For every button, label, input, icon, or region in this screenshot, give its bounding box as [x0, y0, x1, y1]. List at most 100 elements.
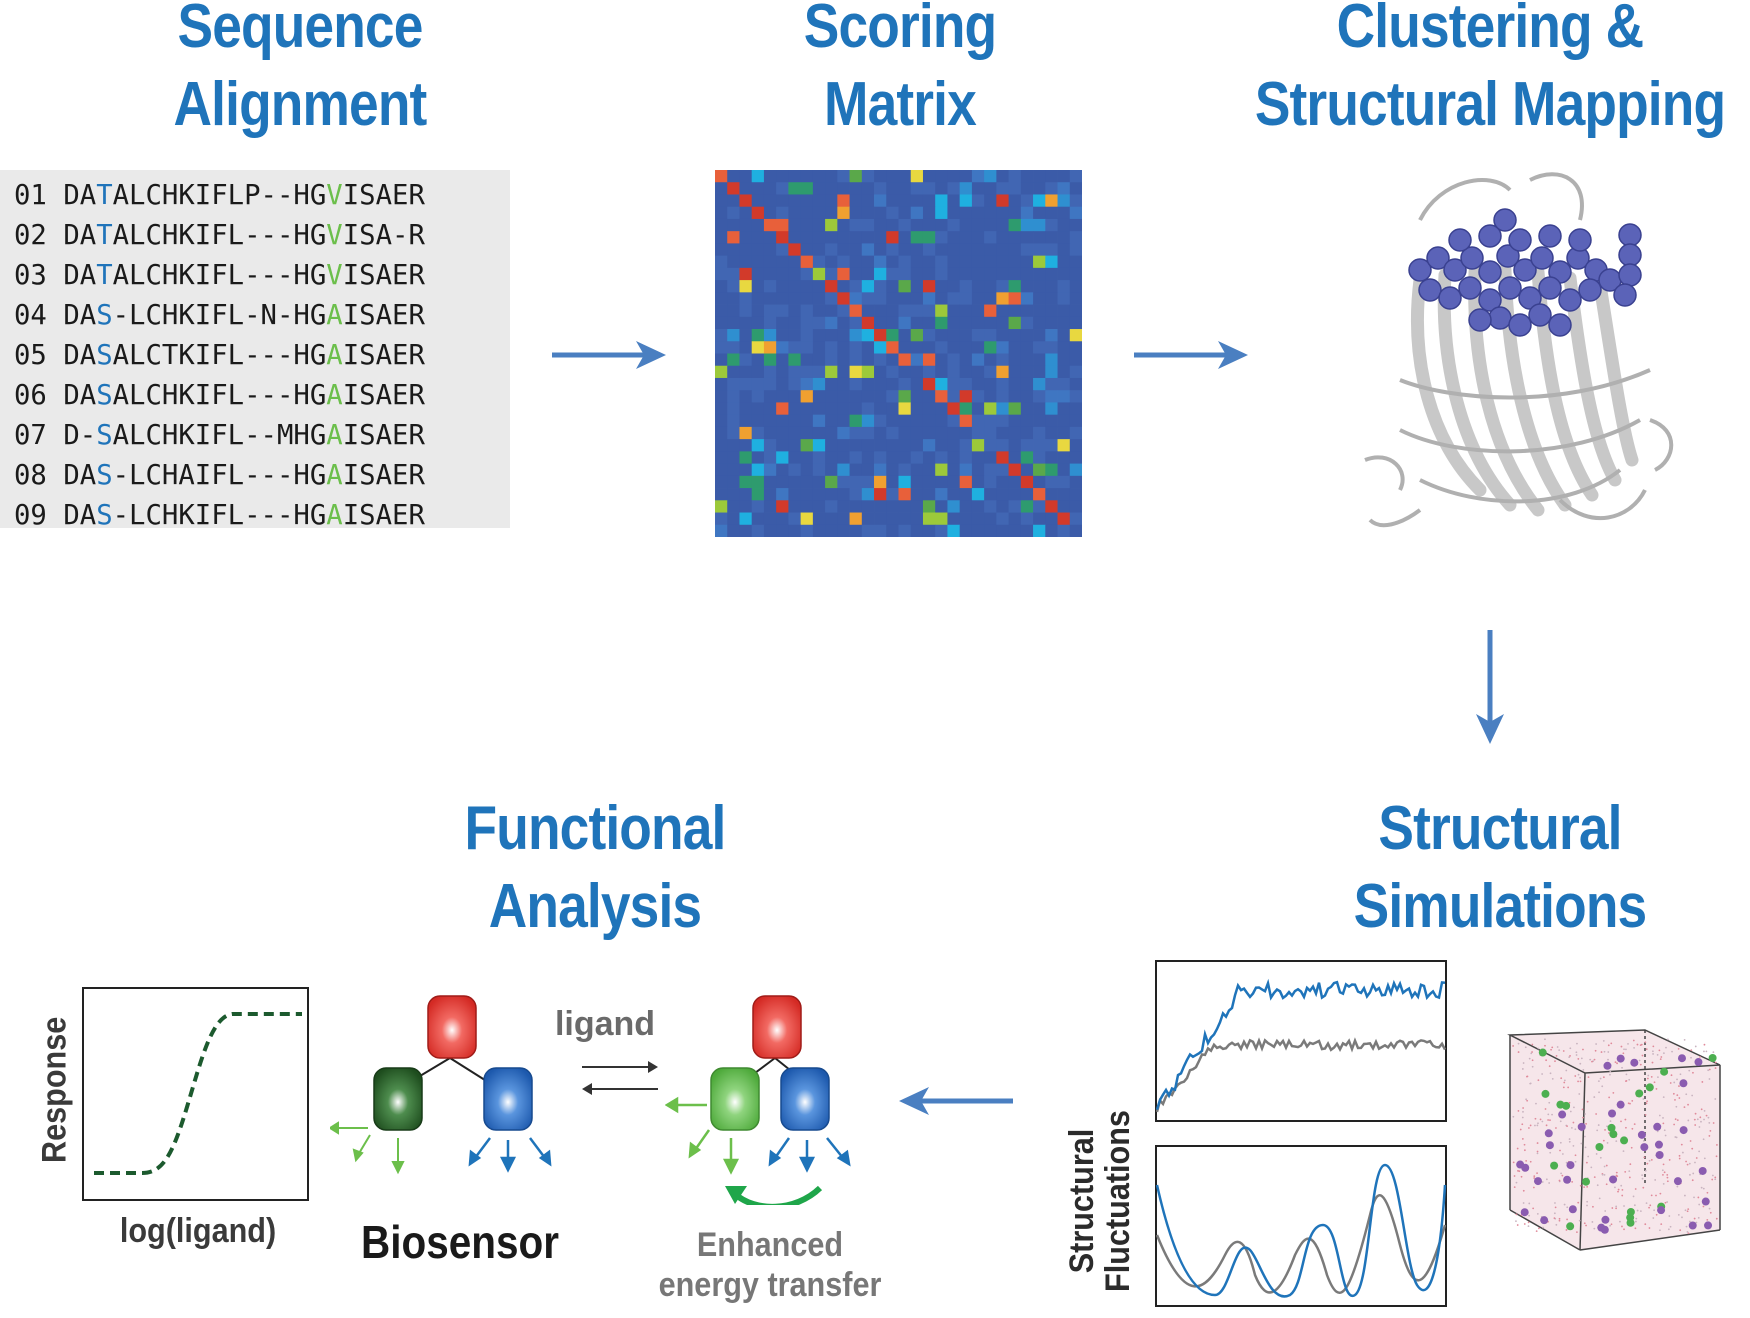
ion-dot	[1558, 1110, 1567, 1119]
heatmap-cell	[837, 524, 850, 537]
heatmap-cell	[1033, 439, 1046, 452]
heatmap-cell	[861, 451, 875, 464]
heatmap-cell	[1057, 218, 1071, 232]
solvent-dot	[1694, 1161, 1696, 1164]
row-number: 02	[14, 220, 47, 251]
heatmap-cell	[825, 426, 838, 440]
heatmap-cell	[898, 194, 912, 208]
solvent-dot	[1652, 1053, 1654, 1055]
solvent-dot	[1528, 1127, 1530, 1129]
heatmap-cell	[910, 353, 924, 367]
heatmap-cell	[739, 439, 753, 452]
heatmap-cell	[812, 426, 826, 440]
heatmap-cell	[776, 280, 789, 293]
heatmap-cell	[910, 524, 924, 537]
heatmap-cell	[959, 267, 973, 281]
solvent-dot	[1606, 1141, 1609, 1144]
heatmap-cell	[861, 426, 875, 440]
heatmap-cell	[788, 280, 802, 293]
solvent-dot	[1529, 1082, 1532, 1085]
solvent-dot	[1594, 1049, 1597, 1052]
solvent-dot	[1615, 1140, 1618, 1143]
heatmap-cell	[825, 414, 838, 428]
solvent-dot	[1653, 1081, 1656, 1084]
heatmap-cell	[947, 488, 961, 501]
solvent-dot	[1701, 1081, 1704, 1083]
heatmap-cell	[910, 170, 924, 183]
heatmap-cell	[922, 255, 936, 269]
solvent-dot	[1522, 1062, 1525, 1064]
heatmap-cell	[739, 426, 753, 440]
heatmap-cell	[935, 463, 948, 477]
solvent-dot	[1622, 1150, 1625, 1153]
heatmap-cell	[788, 524, 802, 537]
heatmap-cell	[922, 463, 936, 477]
heatmap-cell	[971, 377, 985, 391]
heatmap-cell	[1057, 488, 1071, 501]
heatmap-cell	[984, 231, 997, 244]
solvent-dot	[1628, 1170, 1631, 1173]
heatmap-cell	[800, 365, 814, 379]
solvent-dot	[1661, 1169, 1664, 1172]
solvent-dot	[1541, 1073, 1544, 1075]
heatmap-cell	[910, 304, 924, 318]
heatmap-cell	[715, 206, 728, 220]
heatmap-cell	[971, 353, 985, 367]
solvent-dot	[1633, 1046, 1635, 1049]
heatmap-cell	[898, 463, 912, 477]
heatmap-cell	[959, 170, 973, 183]
solvent-dot	[1644, 1223, 1647, 1226]
heatmap-cell	[776, 512, 789, 526]
heatmap-cell	[874, 377, 887, 391]
heatmap-cell	[751, 267, 765, 281]
heatmap-cell	[715, 280, 728, 293]
heatmap-cell	[727, 463, 740, 477]
heatmap-cell	[776, 267, 789, 281]
solvent-dot	[1523, 1149, 1526, 1152]
heatmap-cell	[1045, 341, 1058, 354]
heatmap-cell	[1008, 316, 1022, 330]
sequence-segment: DA	[63, 500, 97, 531]
heatmap-cell	[800, 267, 814, 281]
heatmap-cell	[1057, 414, 1071, 428]
heatmap-cell	[1008, 353, 1022, 367]
solvent-dot	[1567, 1086, 1570, 1089]
heatmap-cell	[1069, 170, 1082, 183]
solvent-dot	[1568, 1140, 1571, 1143]
solvent-dot	[1708, 1207, 1711, 1210]
heatmap-cell	[837, 439, 850, 452]
solvent-dot	[1634, 1227, 1637, 1230]
heatmap-cell	[788, 170, 802, 183]
sequence-segment: ISA-R	[342, 220, 425, 251]
solvent-dot	[1575, 1051, 1578, 1054]
solvent-dot	[1534, 1124, 1536, 1127]
solvent-dot	[1708, 1135, 1711, 1137]
solvent-dot	[1591, 1060, 1593, 1063]
heatmap-cell	[898, 353, 912, 367]
heatmap-cell	[1020, 182, 1034, 195]
heatmap-cell	[1020, 377, 1034, 391]
heatmap-cell	[984, 524, 997, 537]
solvent-dot	[1711, 1178, 1714, 1181]
heatmap-cell	[715, 439, 728, 452]
heatmap-cell	[959, 182, 973, 195]
solvent-dot	[1659, 1058, 1662, 1061]
heatmap-cell	[788, 390, 802, 403]
heatmap-cell	[1069, 365, 1082, 379]
heatmap-cell	[776, 255, 789, 269]
solvent-dot	[1570, 1126, 1573, 1129]
sequence-segment: ISAER	[342, 340, 425, 371]
heatmap-cell	[984, 463, 997, 477]
heatmap-cell	[959, 218, 973, 232]
solvent-dot	[1678, 1097, 1681, 1099]
heatmap-cell	[898, 292, 912, 305]
solvent-dot	[1515, 1213, 1518, 1216]
ion-dot	[1673, 1177, 1682, 1186]
heatmap-cell	[898, 341, 912, 354]
heatmap-cell	[1057, 512, 1071, 526]
heatmap-cell	[935, 341, 948, 354]
heatmap-cell	[1020, 365, 1034, 379]
heatmap-cell	[947, 316, 961, 330]
heatmap-cell	[996, 243, 1009, 257]
heatmap-cell	[1020, 426, 1034, 440]
